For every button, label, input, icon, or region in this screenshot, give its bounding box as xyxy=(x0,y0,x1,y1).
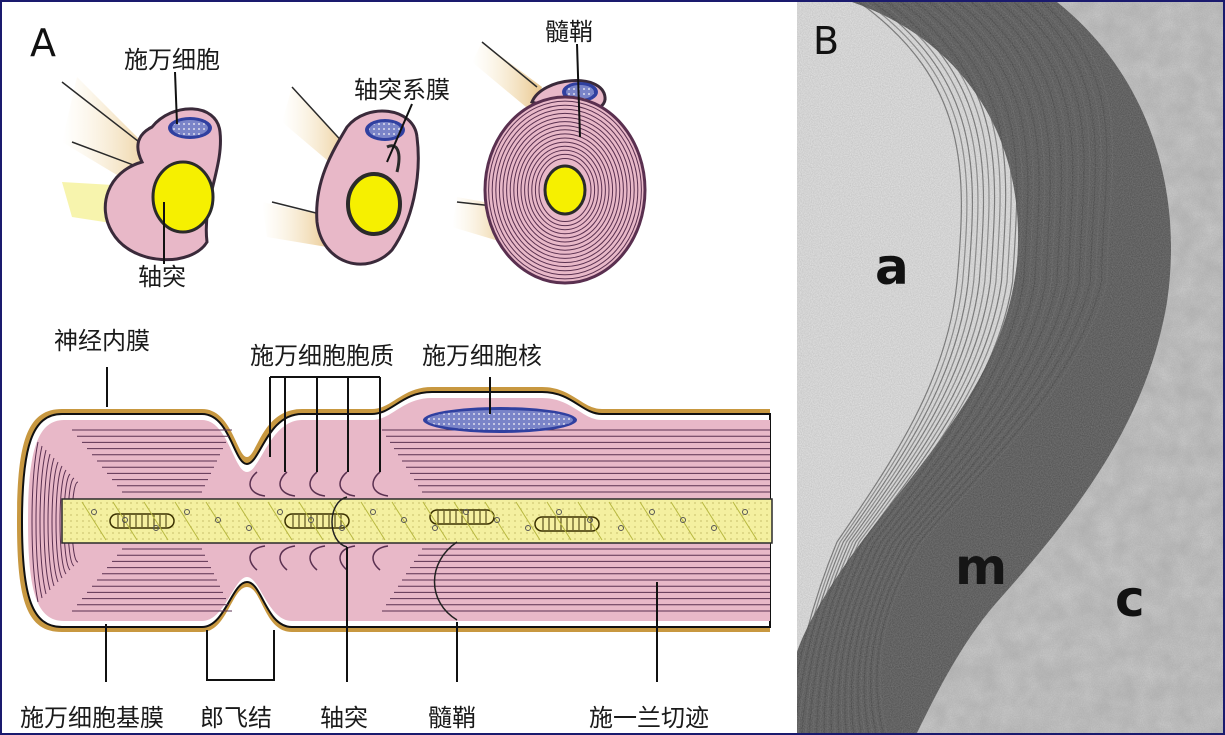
label-axon-bottom: 轴突 xyxy=(320,706,368,730)
panel-b-electron-micrograph: B a m c xyxy=(797,2,1223,733)
label-node-of-ranvier: 郎飞结 xyxy=(200,706,272,730)
label-schwann-cell: 施万细胞 xyxy=(124,48,220,72)
panel-a: A 施万细胞 轴突系膜 髓鞘 轴突 神经内膜 施万细胞胞质 施万细胞核 施万细胞… xyxy=(2,2,797,733)
micrograph-drawing xyxy=(797,2,1223,733)
label-myelin-top: 髓鞘 xyxy=(545,20,593,44)
label-axon-top: 轴突 xyxy=(138,265,186,289)
stage-3-myelin xyxy=(452,42,645,283)
label-a-axon: a xyxy=(875,242,909,292)
panel-b-letter: B xyxy=(813,22,839,60)
label-myelin-bottom: 髓鞘 xyxy=(428,706,476,730)
stage-2-mesaxon xyxy=(262,87,418,264)
panel-a-drawing xyxy=(2,2,797,733)
label-endoneurium: 神经内膜 xyxy=(54,329,150,353)
stage-1-envelopment xyxy=(62,77,220,260)
label-c-cytoplasm: c xyxy=(1115,574,1145,624)
label-basal-lamina: 施万细胞基膜 xyxy=(20,706,164,730)
label-schwann-cytoplasm: 施万细胞胞质 xyxy=(250,344,394,368)
label-mesaxon: 轴突系膜 xyxy=(354,78,450,102)
panel-a-letter: A xyxy=(30,24,56,62)
label-m-myelin: m xyxy=(955,542,1007,592)
label-schmidt-lanterman: 施一兰切迹 xyxy=(589,706,709,730)
label-schwann-nucleus: 施万细胞核 xyxy=(422,344,542,368)
longitudinal-fibre xyxy=(17,387,772,632)
